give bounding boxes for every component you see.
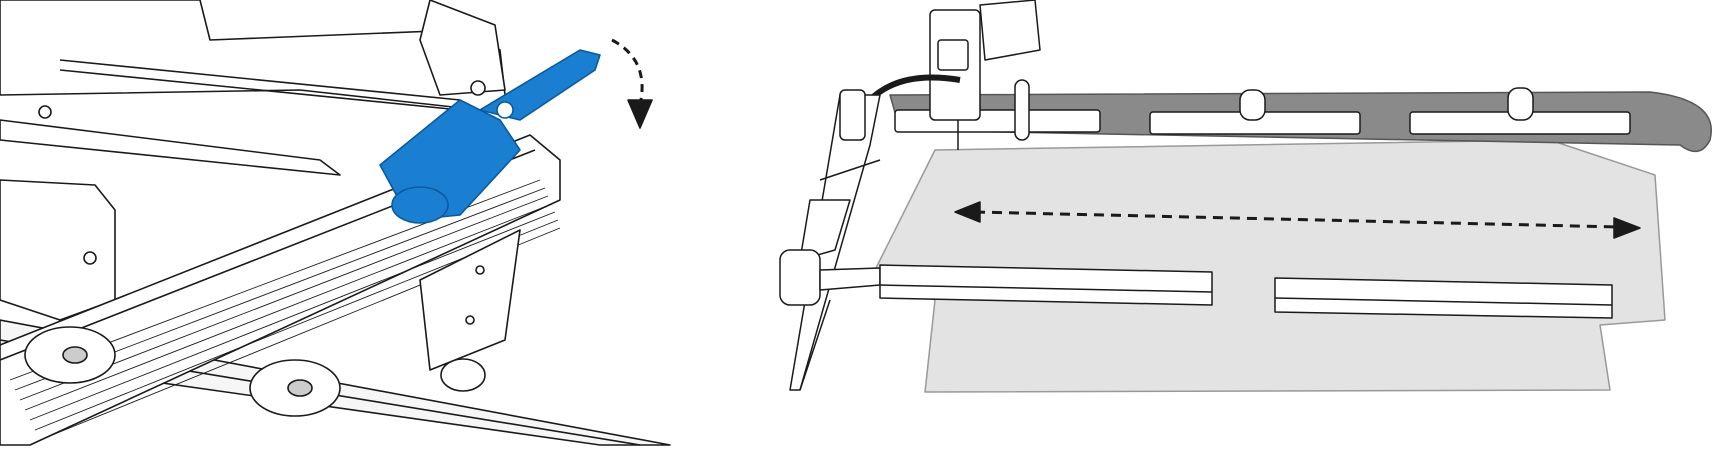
- end-block: [0, 179, 116, 321]
- dashed-double-arrow-horizontal-icon: [954, 201, 1641, 239]
- top-clamps: [894, 87, 1631, 135]
- quilting-machine: [867, 0, 1041, 150]
- carriage-rail: [0, 119, 341, 176]
- curved-dashed-arrow-down-icon: [611, 38, 653, 129]
- right-panel: [779, 0, 1712, 393]
- clamp: [379, 49, 601, 224]
- wheel: [440, 358, 486, 392]
- left-panel: [0, 0, 671, 446]
- bolt: [38, 105, 52, 119]
- frame-left-side: [779, 89, 881, 391]
- side-bracket: [419, 229, 521, 371]
- front-bars: [879, 264, 1613, 319]
- fabric: [869, 139, 1666, 393]
